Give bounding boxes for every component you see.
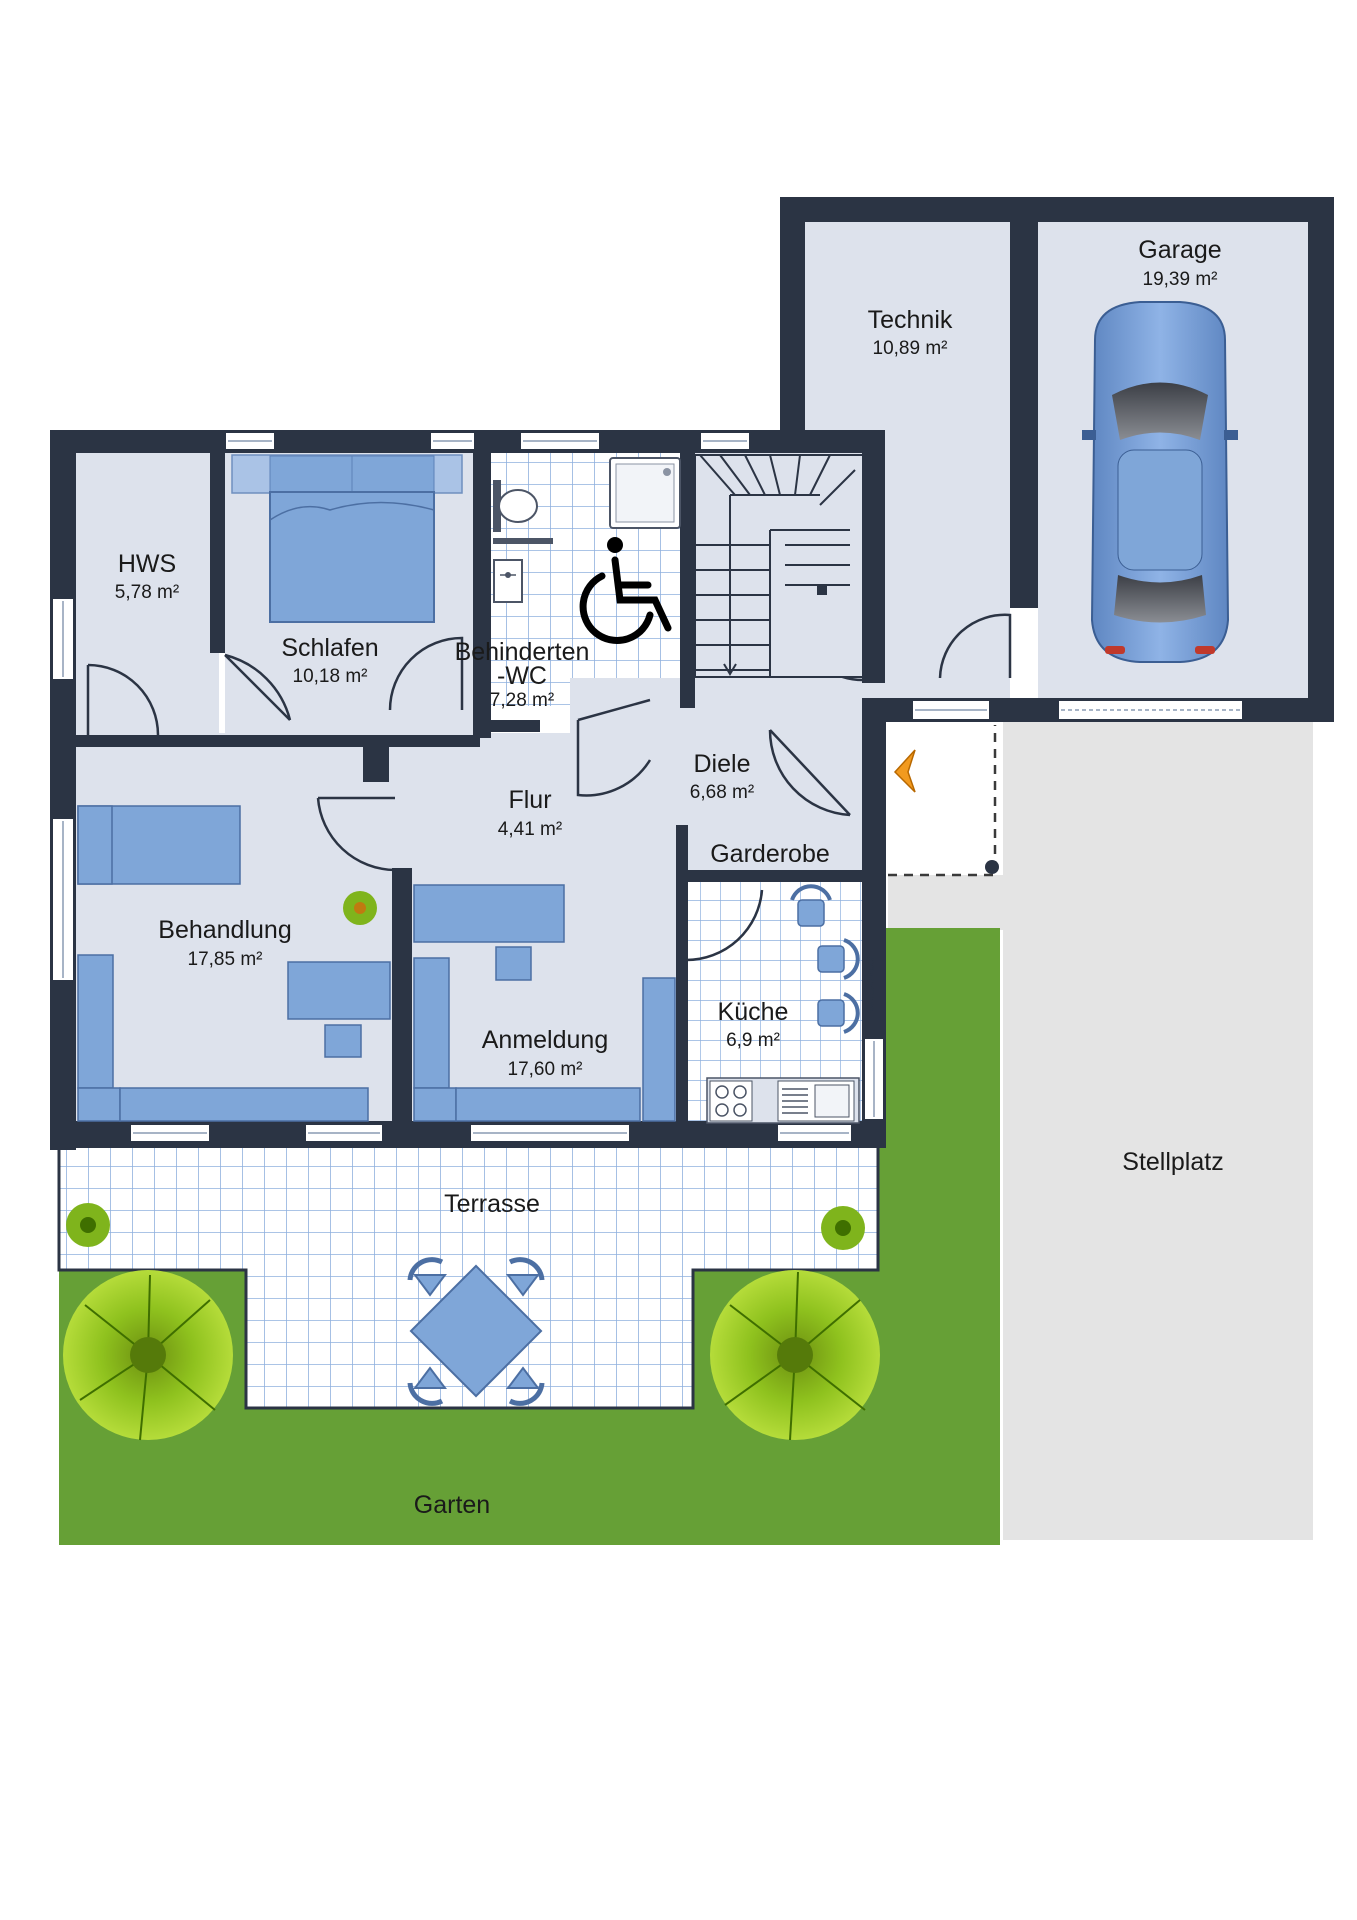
anmeldung-furniture: [413, 884, 676, 1122]
svg-text:7,28 m²: 7,28 m²: [490, 690, 554, 711]
shower-icon: [609, 457, 681, 529]
room-label-technik: Technik 10,89 m²: [868, 306, 953, 359]
room-label-behandlung: Behandlung 17,85 m²: [158, 916, 291, 970]
plant-icon: [66, 1203, 110, 1247]
room-label-garage: Garage 19,39 m²: [1138, 236, 1221, 290]
svg-text:Garage: Garage: [1138, 236, 1221, 264]
plant-icon: [63, 1270, 233, 1441]
room-label-garderobe: Garderobe: [710, 840, 830, 868]
svg-text:5,78 m²: 5,78 m²: [115, 582, 179, 603]
svg-text:17,85 m²: 17,85 m²: [188, 949, 263, 970]
svg-text:-WC: -WC: [497, 662, 547, 690]
label-terrasse: Terrasse: [444, 1190, 540, 1218]
onoffice-logo: onOffice: [861, 957, 877, 1014]
svg-text:HWS: HWS: [118, 550, 176, 578]
stove-icon: [709, 1080, 753, 1122]
svg-text:Behinderten: Behinderten: [455, 638, 590, 666]
svg-text:Flur: Flur: [508, 786, 551, 814]
entrance-dashed-line: [888, 725, 997, 877]
svg-text:Behandlung: Behandlung: [158, 916, 291, 944]
plant-icon: [821, 1206, 865, 1250]
svg-text:10,89 m²: 10,89 m²: [873, 338, 948, 359]
entry-arrow-icon: [893, 749, 916, 793]
toilet-icon: [493, 480, 553, 544]
entrance-path: [870, 715, 1003, 875]
svg-text:Schlafen: Schlafen: [281, 634, 378, 662]
room-label-hws: HWS 5,78 m²: [115, 550, 179, 603]
svg-text:6,68 m²: 6,68 m²: [690, 782, 754, 803]
svg-text:Diele: Diele: [694, 750, 751, 778]
svg-text:6,9 m²: 6,9 m²: [726, 1030, 780, 1051]
svg-text:19,39 m²: 19,39 m²: [1143, 269, 1218, 290]
room-label-schlafen: Schlafen 10,18 m²: [281, 634, 378, 687]
entrance-dot: [985, 860, 999, 874]
room-label-anmeldung: Anmeldung 17,60 m²: [482, 1026, 608, 1080]
svg-text:Garderobe: Garderobe: [710, 840, 830, 868]
svg-text:4,41 m²: 4,41 m²: [498, 819, 562, 840]
kitchen-sink-icon: [777, 1080, 855, 1122]
stellplatz-area: [1003, 720, 1313, 1540]
window-panes: [62, 440, 1240, 1134]
plant-icon: [710, 1270, 880, 1441]
kitchen-chairs: [790, 884, 860, 1034]
room-label-kueche: Küche 6,9 m²: [718, 998, 789, 1051]
floor-hws: [76, 453, 219, 733]
label-garten: Garten: [414, 1491, 490, 1519]
bed-icon: [231, 454, 463, 623]
terrace-table: [407, 1257, 545, 1406]
staircase-icon: [694, 454, 864, 678]
svg-text:Küche: Küche: [718, 998, 789, 1026]
behandlung-furniture: [77, 805, 391, 1122]
svg-text:17,60 m²: 17,60 m²: [508, 1059, 583, 1080]
label-stellplatz: Stellplatz: [1122, 1148, 1223, 1176]
car-icon: [1082, 301, 1238, 663]
wheelchair-icon: [579, 537, 672, 644]
room-label-diele: Diele 6,68 m²: [690, 750, 754, 803]
svg-text:onOffice: onOffice: [861, 957, 877, 1014]
room-label-wc: Behinderten -WC 7,28 m²: [455, 638, 590, 711]
floor-diele: [570, 678, 870, 873]
room-label-flur: Flur 4,41 m²: [498, 786, 562, 840]
kitchen-furniture: [706, 884, 860, 1124]
svg-text:Technik: Technik: [868, 306, 953, 334]
svg-text:Anmeldung: Anmeldung: [482, 1026, 608, 1054]
svg-text:10,18 m²: 10,18 m²: [293, 666, 368, 687]
sink-icon: [493, 559, 523, 603]
plant-icon: [343, 891, 377, 925]
